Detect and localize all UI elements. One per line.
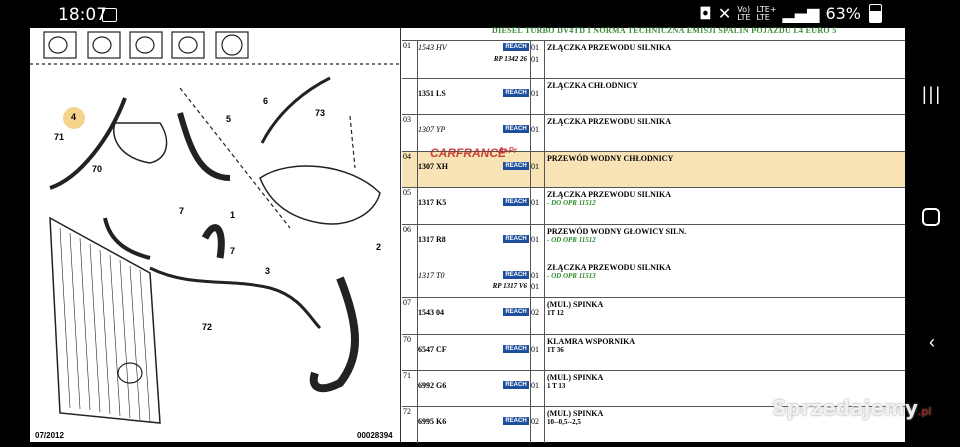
reach-badge: REACH <box>503 345 529 353</box>
callout-7[interactable]: 7 <box>179 206 185 216</box>
alarm-icon: ◘ <box>699 4 712 23</box>
volte-indicator: Vo)LTE <box>737 4 751 22</box>
gallery-notification-icon <box>102 8 117 22</box>
clip-thumb-4 <box>171 31 205 59</box>
table-header: DIESEL TURBO DV4TD I NORMA TECHNICZNA EM… <box>492 26 837 35</box>
callout-3[interactable]: 3 <box>265 266 271 276</box>
table-row[interactable]: 72 6995 K6 REACH 02 (MUL) SPINKA 10--0,5… <box>402 406 905 443</box>
battery-icon <box>869 4 882 23</box>
callout-2[interactable]: 2 <box>376 242 382 252</box>
callout-4[interactable]: 4 <box>71 112 77 122</box>
clock: 18:07 <box>58 5 107 25</box>
doc-number: 00028394 <box>357 431 393 440</box>
callout-72[interactable]: 72 <box>202 322 213 332</box>
reach-badge: REACH <box>503 417 529 425</box>
doc-date: 07/2012 <box>35 431 64 440</box>
lte-indicator: LTE+LTE <box>756 4 777 22</box>
parts-table: DIESEL TURBO DV4TD I NORMA TECHNICZNA EM… <box>402 26 905 443</box>
parts-catalog-page: 4 71 70 5 6 73 7 1 7 3 2 72 07/2012 0002… <box>30 26 905 443</box>
status-icons: ◘ ✕ Vo)LTE LTE+LTE ▂▄▆ 63% <box>699 4 882 23</box>
callout-6[interactable]: 6 <box>263 96 269 106</box>
reach-badge: REACH <box>503 89 529 97</box>
table-row[interactable]: 1351 LS REACH 01 ZŁĄCZKA CHŁODNICY <box>402 78 905 115</box>
table-row[interactable]: 70 6547 CF REACH 01 KLAMRA WSPORNIKA 1T … <box>402 334 905 371</box>
clip-thumb-5 <box>215 31 249 59</box>
back-icon[interactable]: ‹ <box>929 332 935 352</box>
clip-thumb-2 <box>87 31 121 59</box>
diagram-drawing <box>30 31 400 424</box>
reach-badge: REACH <box>503 235 529 243</box>
reach-badge: REACH <box>503 381 529 389</box>
table-row-selected[interactable]: 04 1307 XH REACH CARFRANCE A+Pr 01 PRZEW… <box>402 146 905 188</box>
clip-thumb-3 <box>129 31 163 59</box>
carfrance-watermark: CARFRANCE <box>430 146 506 160</box>
table-row[interactable]: 03 1307 YP REACH 01 ZŁĄCZKA PRZEWODU SIL… <box>402 114 905 152</box>
callout-1[interactable]: 1 <box>230 210 236 220</box>
reach-badge: REACH <box>503 271 529 279</box>
sprzedajemy-watermark: Sprzedajemy.pl <box>772 396 932 420</box>
recent-apps-icon[interactable]: ||| <box>921 84 943 104</box>
table-row[interactable]: 71 6992 G6 REACH 01 (MUL) SPINKA 1 T 13 <box>402 370 905 407</box>
table-row[interactable]: 06 1317 R8 REACH 1317 T0 REACH RP 1317 V… <box>402 224 905 298</box>
status-bar: 18:07 ◘ ✕ Vo)LTE LTE+LTE ▂▄▆ 63% <box>0 0 960 30</box>
page-divider <box>400 28 401 442</box>
callout-73[interactable]: 73 <box>315 108 326 118</box>
callout-5[interactable]: 5 <box>226 114 232 124</box>
cooling-system-diagram: 4 71 70 5 6 73 7 1 7 3 2 72 07/2012 0002… <box>30 28 400 442</box>
table-row[interactable]: 01 1543 HV REACH RP 1342 26 01 01 ZŁĄCZK… <box>402 40 905 79</box>
reach-badge: REACH <box>503 125 529 133</box>
signal-icon: ▂▄▆ <box>782 4 820 23</box>
watermark-suffix: A+Pr <box>498 146 517 155</box>
callout-7b[interactable]: 7 <box>230 246 236 256</box>
navigation-bar: ||| ‹ <box>905 30 960 442</box>
clip-thumb-1 <box>43 31 77 59</box>
reach-badge: REACH <box>503 198 529 206</box>
table-row[interactable]: 05 1317 K5 REACH 01 ZŁĄCZKA PRZEWODU SIL… <box>402 187 905 225</box>
home-icon[interactable] <box>922 208 940 226</box>
table-row[interactable]: 07 1543 04 REACH 02 (MUL) SPINKA 1T 12 <box>402 297 905 335</box>
battery-percent: 63% <box>825 4 861 23</box>
mute-icon: ✕ <box>717 4 732 23</box>
selected-part-marker <box>63 107 85 129</box>
reach-badge: REACH <box>503 162 529 170</box>
callout-71[interactable]: 71 <box>54 132 65 142</box>
callout-70[interactable]: 70 <box>92 164 103 174</box>
reach-badge: REACH <box>503 43 529 51</box>
reach-badge: REACH <box>503 308 529 316</box>
